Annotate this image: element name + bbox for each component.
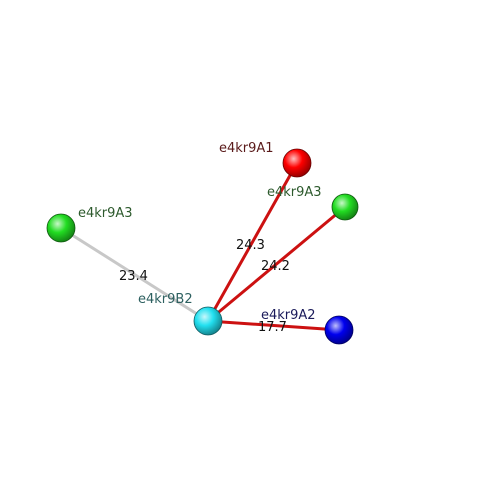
edge-distance-label: 24.2 (261, 259, 290, 274)
edge-b2-a2 (206, 319, 341, 332)
node-a2-sphere (324, 315, 354, 345)
node-label: e4kr9A3 (267, 185, 322, 200)
edge-distance-label: 23.4 (119, 269, 148, 284)
edge-b2-a3a (59, 226, 210, 323)
node-b2-sphere (193, 306, 223, 336)
node-label: e4kr9B2 (138, 292, 193, 307)
node-label: e4kr9A3 (78, 206, 133, 221)
node-a1-sphere (282, 148, 312, 178)
node-a3b-sphere (331, 193, 359, 221)
node-label-layer: e4kr9A1 e4kr9A3 e4kr9A3 e4kr9B2 e4kr9A2 (78, 141, 322, 323)
node-label: e4kr9A2 (261, 308, 316, 323)
edge-distance-label: 17.7 (258, 320, 287, 335)
edge-label-layer: 23.4 24.3 24.2 17.7 (119, 238, 290, 335)
edge-b2-a1 (206, 161, 299, 323)
node-a3a-sphere (46, 213, 76, 243)
node-label: e4kr9A1 (219, 141, 274, 156)
edge-b2-a3b (206, 205, 347, 323)
edge-distance-label: 24.3 (236, 238, 265, 253)
node-layer (46, 148, 359, 345)
edge-layer (59, 161, 347, 332)
